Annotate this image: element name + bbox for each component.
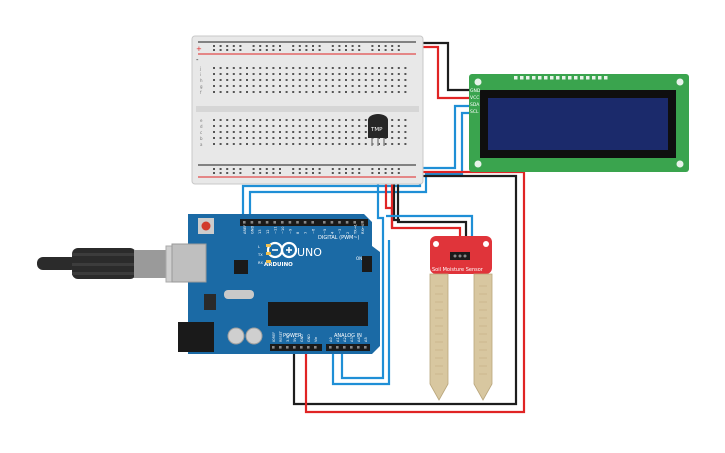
on-label: ON	[356, 256, 362, 261]
digital-pin-label: ~6	[311, 228, 315, 234]
voltage-regulator	[204, 294, 216, 310]
digital-pin-label: ~9	[289, 228, 293, 234]
lcd-header-pads	[514, 76, 608, 80]
wire-black-rail-to-sensor	[396, 178, 468, 244]
digital-pin-label: 13	[258, 229, 262, 234]
analog-pin-label: A5	[364, 337, 368, 342]
digital-pin-label: 2	[346, 232, 350, 234]
tmp-sensor[interactable]: TMP	[368, 114, 388, 146]
soil-moisture-sensor[interactable]: Soil Moisture Sensor	[429, 236, 493, 401]
analog-pin-label: A2	[343, 337, 347, 342]
led-label: RX	[258, 261, 263, 265]
digital-pin-label: TX→1	[353, 224, 357, 235]
analog-pin-label: A0	[329, 337, 333, 342]
power-pin-label: RESET	[279, 330, 283, 342]
arduino-logo	[266, 241, 298, 259]
power-pin-label: GND	[307, 334, 311, 342]
digital-pin-label: ~10	[281, 226, 285, 234]
row-letter: h	[200, 78, 203, 83]
capacitor-1	[227, 327, 245, 345]
digital-pin-label: GND	[251, 226, 255, 234]
capacitor-2	[245, 327, 263, 345]
wire-black-bb-to-lcd-gnd	[404, 41, 470, 92]
lcd-pin-label: SCL	[470, 109, 479, 115]
arduino-uno[interactable]: ARDUINO UNO DIGITAL (PWM~) POWER ANALOG …	[171, 214, 380, 354]
icsp-header	[362, 256, 372, 272]
digital-pin-label: AREF	[243, 225, 247, 234]
power-pin-label: 5V	[293, 337, 297, 342]
row-letter: a	[200, 142, 203, 147]
digital-pin-label: 12	[266, 229, 270, 234]
wire-blue-tmp-signal	[340, 140, 385, 380]
wire-black-loop-bottom	[292, 174, 518, 406]
digital-pin-label: ~11	[273, 226, 277, 234]
lcd-screen	[488, 98, 668, 150]
analog-header	[326, 344, 370, 351]
row-letter: e	[200, 118, 203, 123]
digital-pin-label: 7	[304, 232, 308, 234]
power-label: POWER	[283, 333, 302, 339]
power-pin-label: 3.3V	[286, 334, 290, 342]
rail-plus-label: +	[196, 45, 202, 53]
row-letter: f	[200, 90, 202, 95]
wire-blue-lcd-scl	[248, 111, 470, 221]
lcd-pin-label: SDA	[470, 102, 480, 108]
row-letter: c	[200, 130, 202, 135]
arduino-brand: ARDUINO	[264, 262, 293, 268]
power-header	[270, 344, 322, 351]
arduino-model: UNO	[297, 246, 322, 259]
power-pin-label: Vin	[314, 337, 318, 342]
row-letter: b	[200, 136, 203, 141]
analog-pin-label: A4	[357, 337, 361, 342]
lcd-pin-label: VCC	[470, 95, 479, 101]
rail-minus-label: -	[196, 56, 199, 64]
analog-label: ANALOG IN	[334, 333, 362, 339]
digital-pin-label: 8	[296, 231, 300, 234]
usb-chip	[234, 260, 248, 274]
crystal	[224, 290, 254, 299]
analog-pin-label: A1	[336, 337, 340, 342]
row-letter: i	[200, 72, 201, 77]
tmp-sensor-label: TMP	[370, 127, 383, 133]
row-letter: j	[199, 66, 201, 71]
wire-blue-sensor-signal	[386, 214, 474, 244]
row-letter: d	[200, 124, 203, 129]
row-letter: g	[200, 84, 203, 89]
digital-pin-label: 4	[331, 231, 335, 234]
analog-pin-label: A3	[350, 337, 354, 342]
digital-pin-label: ~3	[338, 229, 342, 234]
sensor-probe-right	[473, 273, 493, 401]
power-pin-label: GND	[300, 334, 304, 342]
digital-pin-label: ~5	[323, 229, 327, 234]
sensor-probe-left	[429, 273, 449, 401]
wire-blue-analog-a1	[331, 240, 391, 386]
lcd-pin-label: GND	[470, 88, 481, 94]
usb-port	[171, 243, 207, 283]
digital-label: DIGITAL (PWM~)	[318, 235, 360, 241]
power-pin-label: IOREF	[272, 332, 276, 342]
led-label: TX	[257, 253, 263, 257]
led-label: L	[258, 245, 260, 249]
led-labels: L TX RX	[257, 244, 271, 265]
digital-pin-label: RX←0	[361, 223, 365, 234]
barrel-jack	[178, 322, 214, 352]
atmega-chip	[268, 302, 368, 326]
moisture-sensor-label: Soil Moisture Sensor	[432, 267, 484, 273]
